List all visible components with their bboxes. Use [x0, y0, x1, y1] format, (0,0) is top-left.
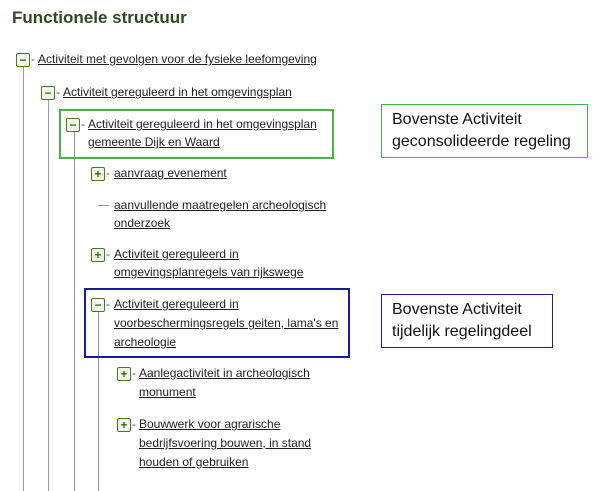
tree-dash: -: [106, 297, 110, 311]
tree-node-aanlegactiviteit[interactable]: Aanlegactiviteit in archeologisch: [139, 366, 310, 380]
callout-line: Bovenste Activiteit: [392, 111, 522, 128]
tree-branch-leaf: [98, 205, 109, 206]
tree-node-archeologisch-onderzoek[interactable]: aanvullende maatregelen archeologisch: [114, 198, 327, 212]
expand-toggle-icon[interactable]: +: [91, 248, 105, 262]
callout-tijdelijk-regelingdeel: Bovenste Activiteit tijdelijk regelingde…: [381, 294, 553, 348]
tree-node-rijkswege[interactable]: Activiteit gereguleerd in: [114, 247, 239, 261]
tree-line-level-0: [23, 66, 24, 491]
tree-dash: -: [31, 52, 35, 66]
tree-node-bouwwerk-agrarisch-line3[interactable]: houden of gebruiken: [139, 455, 249, 469]
tree-dash: -: [132, 417, 136, 431]
tree-node-aanvraag-evenement[interactable]: aanvraag evenement: [114, 166, 227, 180]
collapse-toggle-icon[interactable]: −: [41, 86, 55, 100]
tree-node-archeologisch-onderzoek-line2[interactable]: onderzoek: [114, 216, 171, 230]
collapse-toggle-icon[interactable]: −: [66, 118, 80, 132]
callout-line: Bovenste Activiteit: [392, 301, 522, 318]
callout-line: geconsolideerde regeling: [392, 133, 571, 150]
tree-line-level-1: [48, 98, 49, 491]
collapse-toggle-icon[interactable]: −: [91, 298, 105, 312]
page-title: Functionele structuur: [12, 8, 187, 27]
callout-geconsolideerde-regeling: Bovenste Activiteit geconsolideerde rege…: [381, 104, 588, 158]
collapse-toggle-icon[interactable]: −: [16, 53, 30, 67]
tree-node-voorbeschermingsregels-line3[interactable]: archeologie: [114, 335, 177, 349]
tree-node-voorbeschermingsregels-line2[interactable]: voorbeschermingsregels geiten, lama's en: [114, 316, 339, 330]
callout-line: tijdelijk regelingdeel: [392, 323, 532, 340]
tree-node-omgevingsplan-dijk-en-waard-line2[interactable]: gemeente Dijk en Waard: [88, 135, 220, 149]
expand-toggle-icon[interactable]: +: [91, 167, 105, 181]
tree-line-level-2: [74, 131, 75, 491]
tree-dash: -: [132, 366, 136, 380]
blue-highlight-box: [84, 288, 350, 358]
tree-line-level-3: [98, 302, 99, 491]
tree-node-omgevingsplan-dijk-en-waard[interactable]: Activiteit gereguleerd in het omgevingsp…: [88, 117, 317, 131]
tree-node-bouwwerk-agrarisch[interactable]: Bouwwerk voor agrarische: [139, 417, 281, 431]
tree-node-voorbeschermingsregels[interactable]: Activiteit gereguleerd in: [114, 297, 239, 311]
tree-node-rijkswege-line2[interactable]: omgevingsplanregels van rijkswege: [114, 265, 304, 279]
tree-dash: -: [81, 117, 85, 131]
tree-dash: -: [56, 85, 60, 99]
expand-toggle-icon[interactable]: +: [117, 418, 131, 432]
tree-node-omgevingsplan[interactable]: Activiteit gereguleerd in het omgevingsp…: [63, 85, 292, 99]
tree-node-fysieke-leefomgeving[interactable]: Activiteit met gevolgen voor de fysieke …: [38, 52, 317, 66]
tree-node-aanlegactiviteit-line2[interactable]: monument: [139, 385, 196, 399]
green-highlight-box: [59, 109, 334, 159]
tree-dash: -: [106, 166, 110, 180]
tree-node-bouwwerk-agrarisch-line2[interactable]: bedrijfsvoering bouwen, in stand: [139, 436, 312, 450]
expand-toggle-icon[interactable]: +: [117, 367, 131, 381]
tree-dash: -: [106, 247, 110, 261]
